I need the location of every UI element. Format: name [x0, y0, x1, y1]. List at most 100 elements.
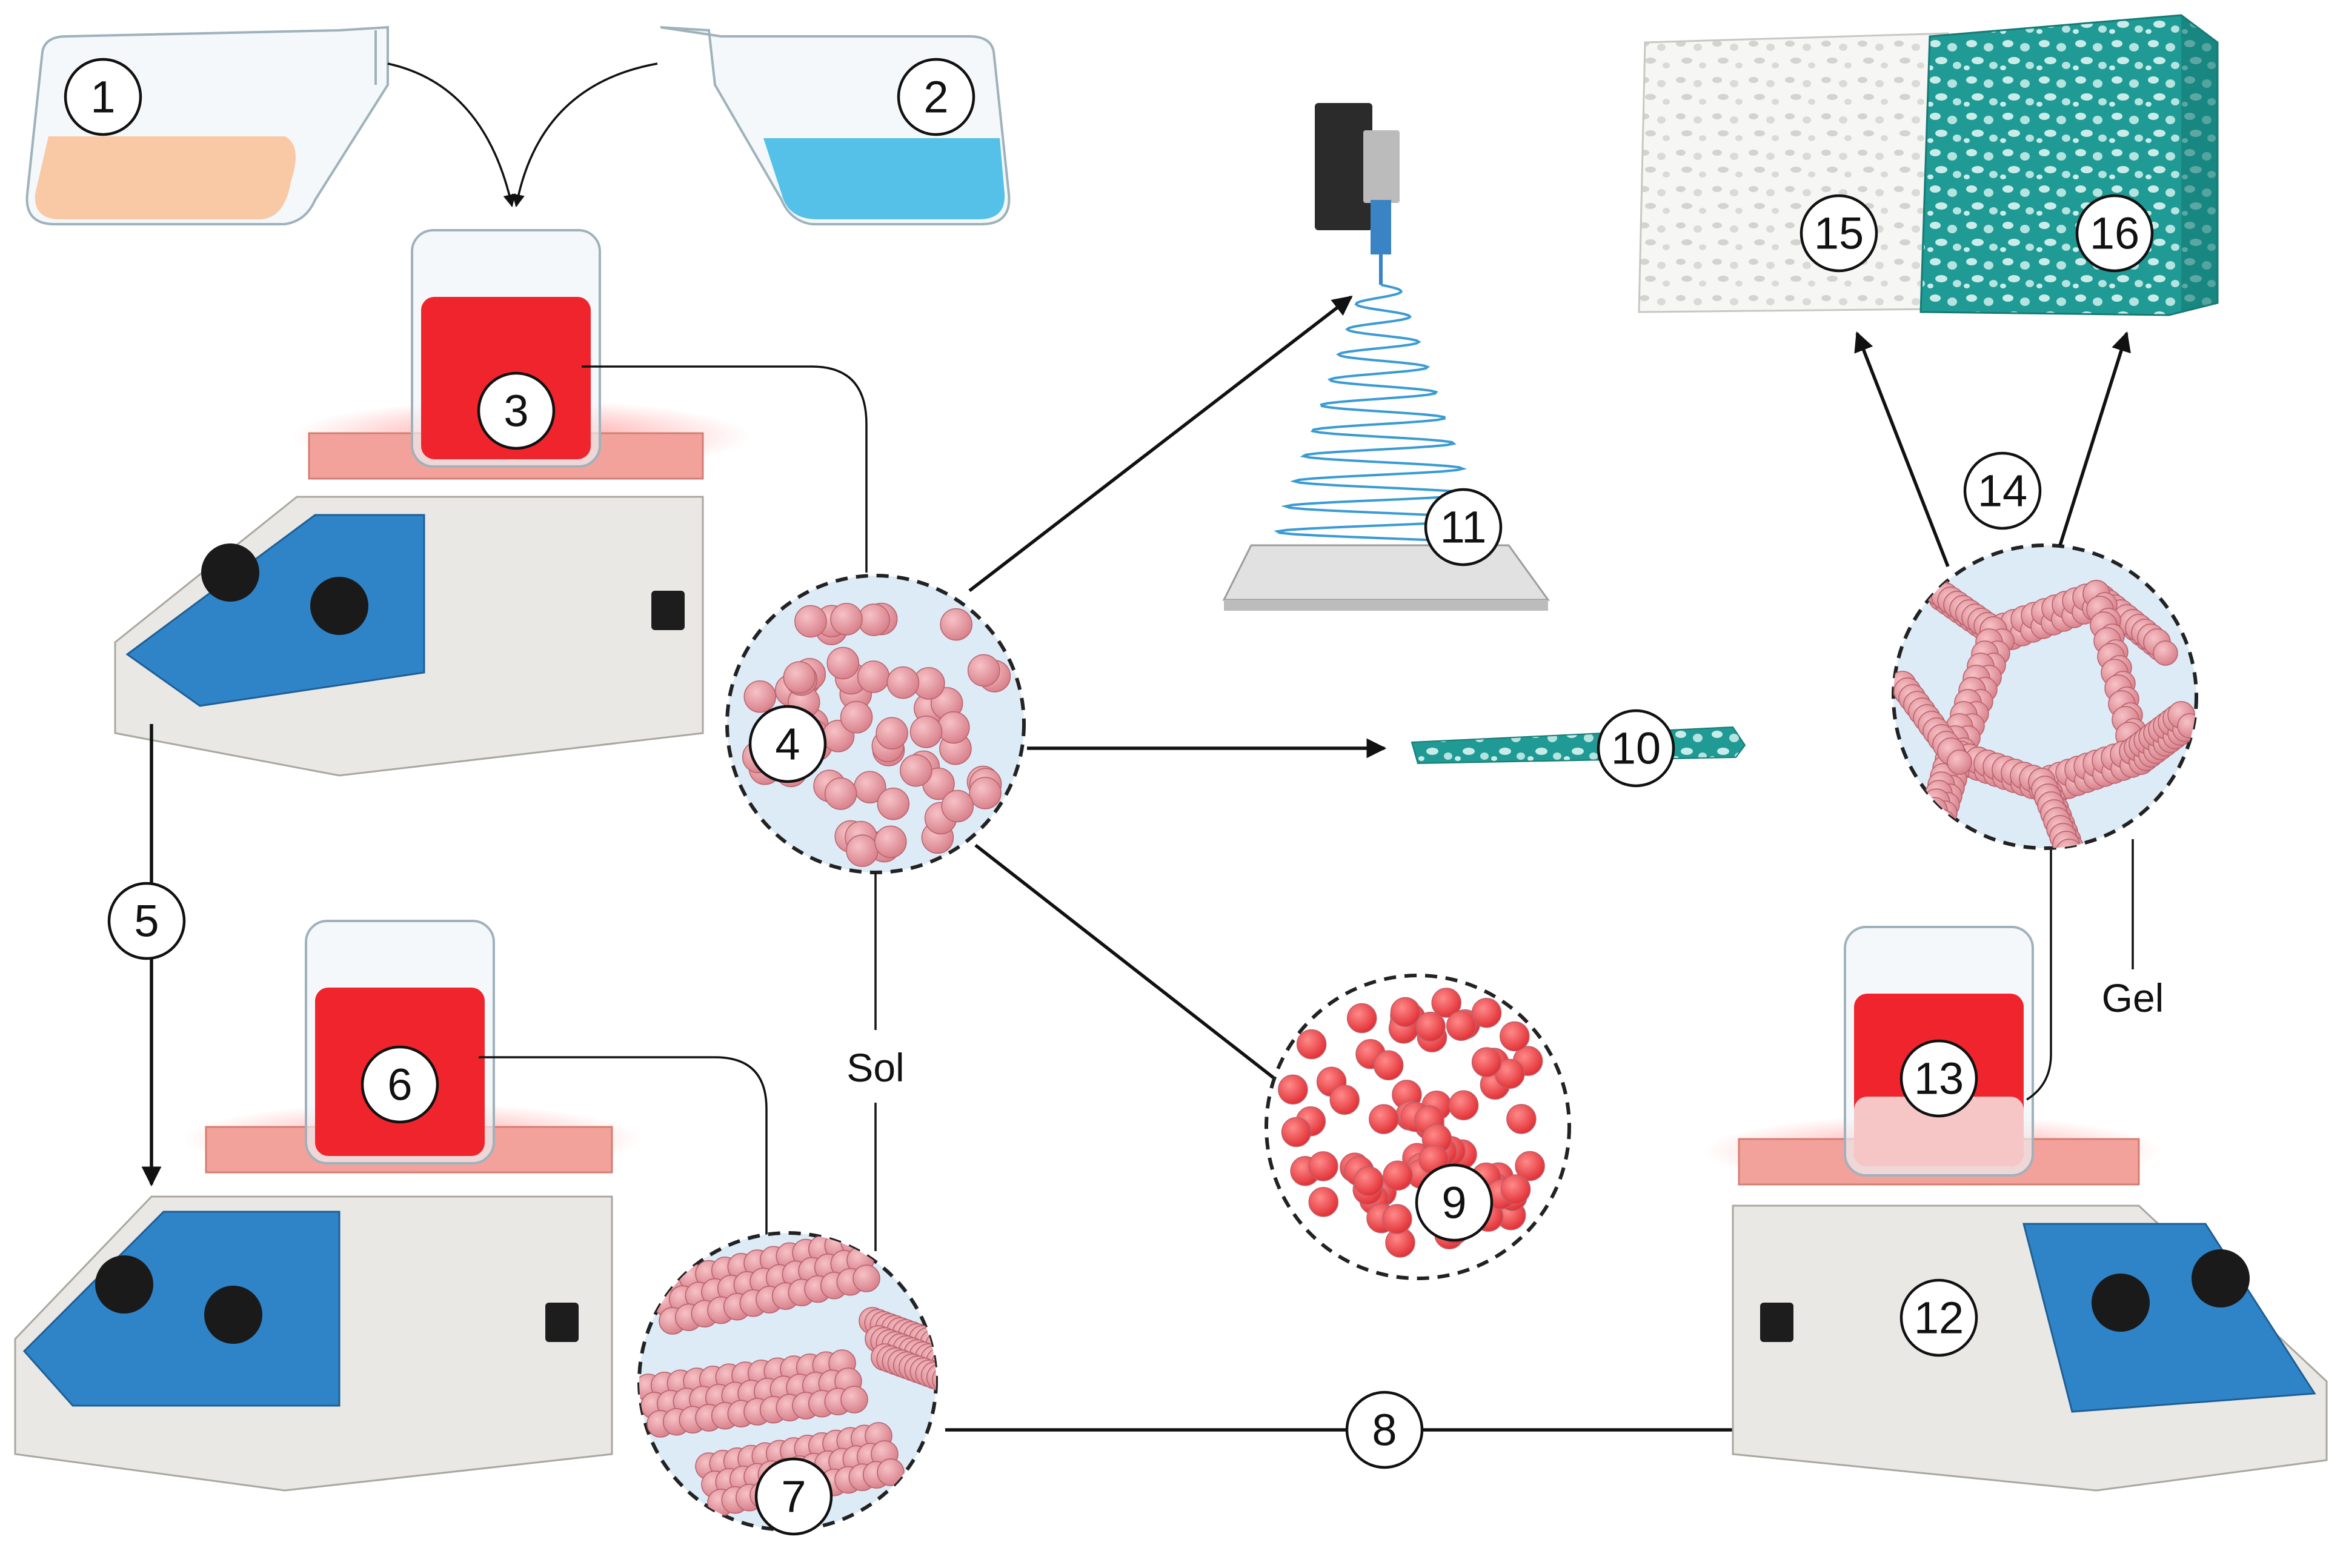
- step-3-number: 3: [503, 386, 528, 436]
- particle: [824, 777, 857, 810]
- particle: [826, 646, 860, 680]
- particle: [783, 661, 816, 694]
- step-15-number: 15: [1814, 208, 1864, 259]
- step-4-number: 4: [775, 719, 800, 769]
- aerogel-block-teal-icon: [1919, 14, 2219, 316]
- particle: [877, 787, 910, 820]
- step-badge-2: 2: [897, 58, 975, 136]
- particle: [1913, 822, 1941, 848]
- particle: [1506, 1104, 1537, 1134]
- particle: [1346, 1003, 1377, 1034]
- step-badge-14: 14: [1963, 451, 2042, 530]
- magnifier-circle-9: [1265, 974, 1571, 1280]
- magnifier-circle-7: [637, 1231, 965, 1532]
- particle: [1925, 826, 1950, 848]
- step-badge-7: 7: [754, 1457, 833, 1536]
- gel-label: Gel: [2102, 975, 2164, 1020]
- step-10-number: 10: [1611, 723, 1661, 774]
- particle: [1369, 1104, 1399, 1134]
- particle: [2153, 640, 2178, 666]
- particle: [1308, 1151, 1338, 1181]
- particle: [743, 680, 777, 713]
- particle: [1329, 1085, 1360, 1115]
- particle: [794, 605, 827, 638]
- hotplate-6-icon: [14, 1103, 642, 1492]
- particle: [840, 701, 873, 734]
- step-badge-4: 4: [748, 705, 827, 783]
- particle: [852, 1264, 880, 1292]
- step-2-number: 2: [923, 72, 948, 122]
- particle: [1281, 1117, 1312, 1148]
- particle: [1448, 1090, 1479, 1120]
- hotplate-12-icon: [1703, 1115, 2328, 1492]
- particle: [940, 608, 972, 641]
- step-badge-13: 13: [1899, 1039, 1978, 1118]
- particle: [2065, 851, 2090, 875]
- beaker-6-icon: [305, 920, 495, 1164]
- step-badge-3: 3: [477, 371, 556, 450]
- particle: [877, 1458, 905, 1486]
- particle: [1373, 1050, 1404, 1081]
- step-6-number: 6: [387, 1060, 412, 1110]
- beaker13-to-14-line: [2026, 845, 2052, 1101]
- power-switch-icon: [1760, 1303, 1793, 1342]
- beaker3-to-sol-line: [582, 365, 868, 573]
- particle: [926, 1363, 936, 1392]
- particle: [1500, 1021, 1530, 1052]
- particle: [1382, 1204, 1412, 1234]
- step-12-number: 12: [1914, 1293, 1964, 1343]
- particle: [1923, 834, 1948, 848]
- arrow-14-to-15: [1854, 331, 1950, 567]
- step-badges: 1 2 3 4 5 6 7 8 9 10 11 12 13 14 15 16: [64, 58, 2154, 1536]
- gel-label-group: Gel: [2087, 969, 2178, 1027]
- step-badge-15: 15: [1800, 194, 1878, 273]
- particle: [2069, 859, 2093, 883]
- sol-label: Sol: [846, 1045, 904, 1090]
- aerogel-block-white-icon: [1638, 32, 1949, 313]
- particle: [932, 1365, 936, 1394]
- particle: [937, 711, 970, 744]
- particle: [1431, 988, 1461, 1018]
- sol-label-group: Sol: [830, 1039, 921, 1097]
- particle: [1390, 997, 1421, 1028]
- particle: [1308, 1187, 1339, 1217]
- particle: [874, 825, 907, 859]
- step-badge-6: 6: [361, 1045, 439, 1124]
- step-7-number: 7: [781, 1472, 806, 1522]
- collector-plate-icon: [1222, 544, 1550, 611]
- step-badge-12: 12: [1899, 1278, 1978, 1357]
- particle: [938, 1368, 965, 1395]
- step-11-number: 11: [1440, 502, 1487, 553]
- step-badge-10: 10: [1597, 709, 1675, 788]
- particle: [1383, 1160, 1413, 1191]
- step-badge-1: 1: [64, 58, 142, 136]
- thin-film-icon: [1411, 726, 1746, 765]
- step-badge-11: 11: [1424, 488, 1503, 566]
- particle: [967, 654, 1000, 687]
- power-switch-icon: [545, 1303, 579, 1342]
- flask2-to-beaker-arrow: [512, 62, 658, 208]
- magnifier-circle-14: [1892, 543, 2198, 883]
- step-badge-8: 8: [1345, 1390, 1424, 1469]
- particle: [1296, 1029, 1327, 1060]
- step-13-number: 13: [1914, 1054, 1964, 1104]
- particle: [1415, 1011, 1446, 1042]
- particle: [2177, 713, 2196, 739]
- beaker6-to-7-line: [479, 1056, 768, 1242]
- particle: [1446, 1011, 1477, 1041]
- step-5-number: 5: [134, 896, 159, 946]
- particle: [1471, 998, 1502, 1028]
- particle: [2058, 846, 2086, 848]
- step-16-number: 16: [2090, 208, 2139, 259]
- arrow-4-to-11: [968, 295, 1353, 593]
- particle: [876, 717, 908, 750]
- particle: [969, 777, 1002, 809]
- particle: [1927, 817, 1953, 843]
- particle: [840, 1386, 868, 1414]
- step-badge-9: 9: [1415, 1163, 1494, 1242]
- particle: [2055, 839, 2083, 848]
- particle: [941, 789, 974, 823]
- particle: [1930, 809, 1955, 834]
